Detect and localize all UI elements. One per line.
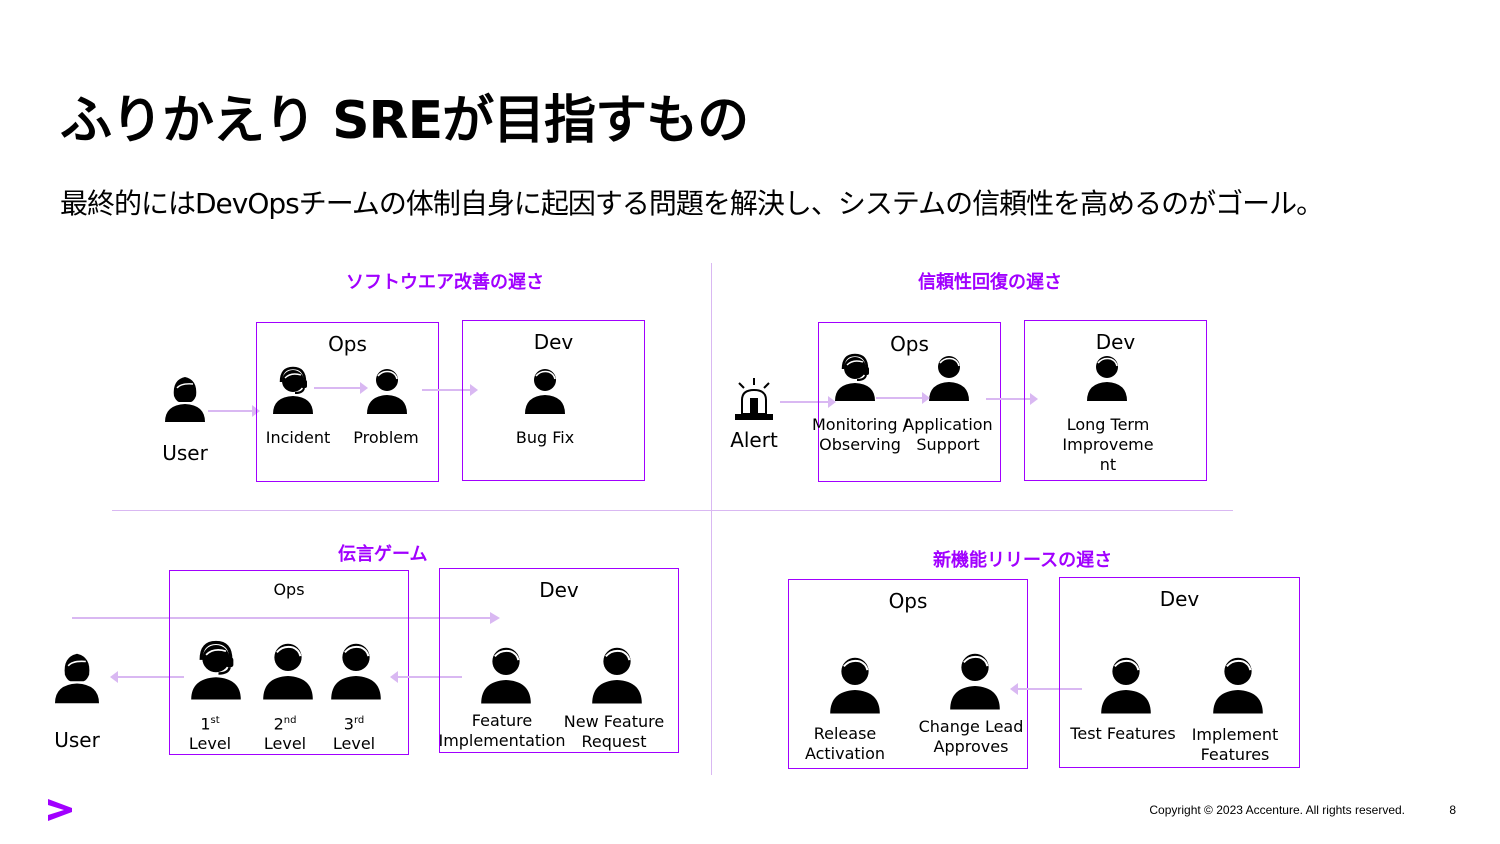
developer-icon [1087, 355, 1127, 402]
newfeature-label-2: Request [581, 732, 647, 751]
q2-dev-box [1024, 320, 1207, 481]
slide-subtitle: 最終的にはDevOpsチームの体制自身に起因する問題を解決し、システムの信頼性を… [60, 187, 1324, 220]
release-label-1: Release [813, 724, 877, 743]
quadrant-divider-horizontal [112, 510, 1233, 511]
footer-copyright: Copyright © 2023 Accenture. All rights r… [1149, 803, 1405, 817]
monitoring-label-1: Monitoring / [811, 415, 909, 434]
application-label-2: Support [916, 435, 980, 454]
headset-person-icon [190, 640, 242, 702]
user-icon [165, 376, 205, 423]
problem-label: Problem [353, 428, 419, 447]
developer-icon [591, 646, 643, 705]
arrow-ops-to-dev [986, 393, 1038, 405]
developer-icon [480, 646, 532, 705]
longterm-label-1: Long Term [1066, 415, 1150, 434]
arrow-incident-to-problem [314, 382, 368, 394]
q2-ops-label: Ops [890, 332, 929, 356]
q1-dev-box [462, 320, 645, 481]
implement-label-2: Features [1200, 745, 1270, 764]
person-icon [829, 656, 881, 715]
arrow-user-to-dev [72, 612, 500, 624]
newfeature-label-1: New Feature [563, 712, 665, 731]
q4-dev-box [1059, 577, 1300, 768]
arrow-dev-to-ops [390, 671, 462, 683]
q1-title: ソフトウエア改善の遅さ [346, 272, 544, 293]
arrow-dev-to-ops [1010, 683, 1082, 695]
q4-dev-label: Dev [1159, 587, 1200, 611]
test-features-label: Test Features [1070, 724, 1176, 743]
change-label-1: Change Lead [918, 717, 1024, 736]
q3-dev-box [439, 568, 679, 753]
q1-ops-label: Ops [328, 332, 367, 356]
longterm-label-2: Improveme [1062, 435, 1154, 454]
accenture-logo-icon [48, 799, 72, 821]
q4-title: 新機能リリースの遅さ [933, 550, 1113, 571]
q4-ops-box [788, 579, 1028, 769]
q4-ops-label: Ops [888, 589, 928, 613]
arrow-user-to-ops [208, 405, 260, 417]
q3-ops-label: Ops [273, 580, 305, 599]
slide-title: ふりかえり SREが目指すもの [60, 91, 749, 151]
incident-label: Incident [265, 428, 331, 447]
headset-person-icon [835, 353, 875, 403]
q3-title: 伝言ゲーム [338, 544, 428, 565]
longterm-label-3: nt [1099, 455, 1117, 474]
change-label-2: Approves [933, 737, 1009, 756]
feature-label-2: Implementation [438, 731, 566, 750]
bugfix-label: Bug Fix [515, 428, 575, 447]
person-icon [262, 642, 314, 701]
q2-dev-label: Dev [1095, 330, 1136, 354]
q3-ops-box [169, 570, 409, 755]
q1-ops-box [256, 322, 439, 482]
person-icon [949, 652, 1001, 711]
quadrant-divider-vertical [711, 263, 712, 775]
q1-user-label: User [162, 441, 208, 465]
person-icon [367, 368, 407, 415]
person-icon [929, 355, 969, 402]
developer-icon [525, 368, 565, 415]
user-icon [55, 653, 99, 705]
implement-label-1: Implement [1191, 725, 1279, 744]
q2-ops-box [818, 322, 1001, 482]
q3-user-label: User [54, 728, 100, 752]
alert-label: Alert [730, 428, 778, 452]
feature-label-1: Feature [471, 711, 533, 730]
headset-person-icon [273, 366, 313, 416]
arrow-alert-to-ops [780, 396, 836, 408]
arrow-monitoring-to-support [876, 392, 930, 404]
q1-dev-label: Dev [533, 330, 574, 354]
monitoring-label-2: Observing [819, 435, 901, 454]
arrow-ops-to-user [110, 671, 184, 683]
developer-icon [1100, 656, 1152, 715]
release-label-2: Activation [804, 744, 886, 763]
page-number: 8 [1449, 803, 1456, 817]
person-icon [330, 642, 382, 701]
application-label-1: Application [903, 415, 993, 434]
q3-dev-label: Dev [539, 578, 579, 602]
alert-siren-icon [735, 378, 773, 420]
q2-title: 信頼性回復の遅さ [918, 272, 1062, 293]
developer-icon [1212, 656, 1264, 715]
